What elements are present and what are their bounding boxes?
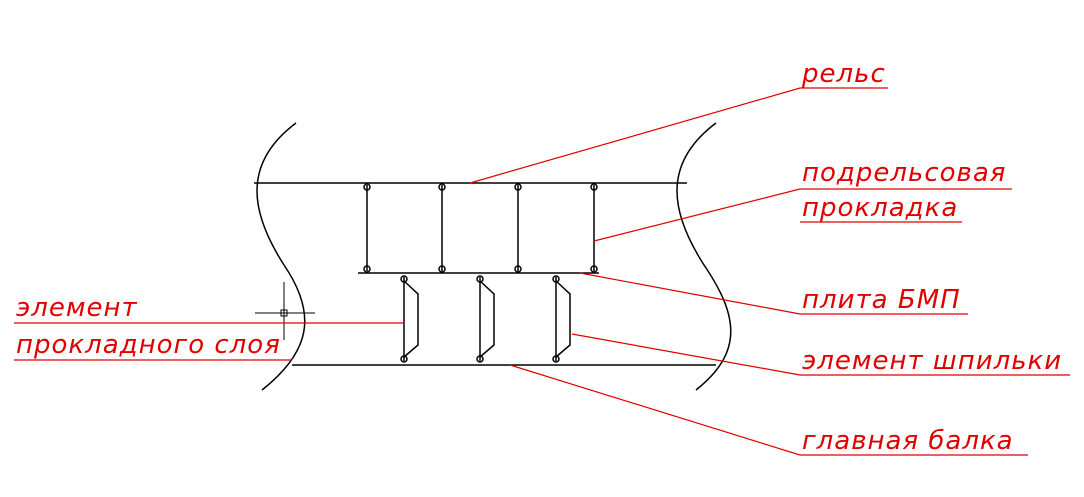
pad-leader (593, 188, 1012, 242)
pad-label-line1: подрельсовая (802, 158, 1006, 188)
rail-pad-posts (363, 183, 598, 273)
rail-leader (469, 87, 888, 184)
right-break-line (676, 122, 732, 391)
pad-label-line2: прокладка (802, 193, 958, 223)
plate-label: плита БМП (802, 285, 961, 315)
layer-label-line1: элемент (16, 293, 138, 323)
beam-label: главная балка (802, 426, 1014, 456)
beam-leader (509, 364, 1028, 456)
layer-label-line2: прокладного слоя (16, 330, 281, 360)
stud-leader (571, 333, 1070, 376)
crosshair-cursor-icon (255, 282, 315, 340)
stud-elements (400, 275, 571, 363)
annotation-leaders (14, 87, 1070, 456)
stud-label: элемент шпильки (802, 346, 1062, 376)
left-break-line (256, 122, 306, 391)
rail-label: рельс (801, 59, 886, 89)
plate-leader (579, 272, 968, 315)
